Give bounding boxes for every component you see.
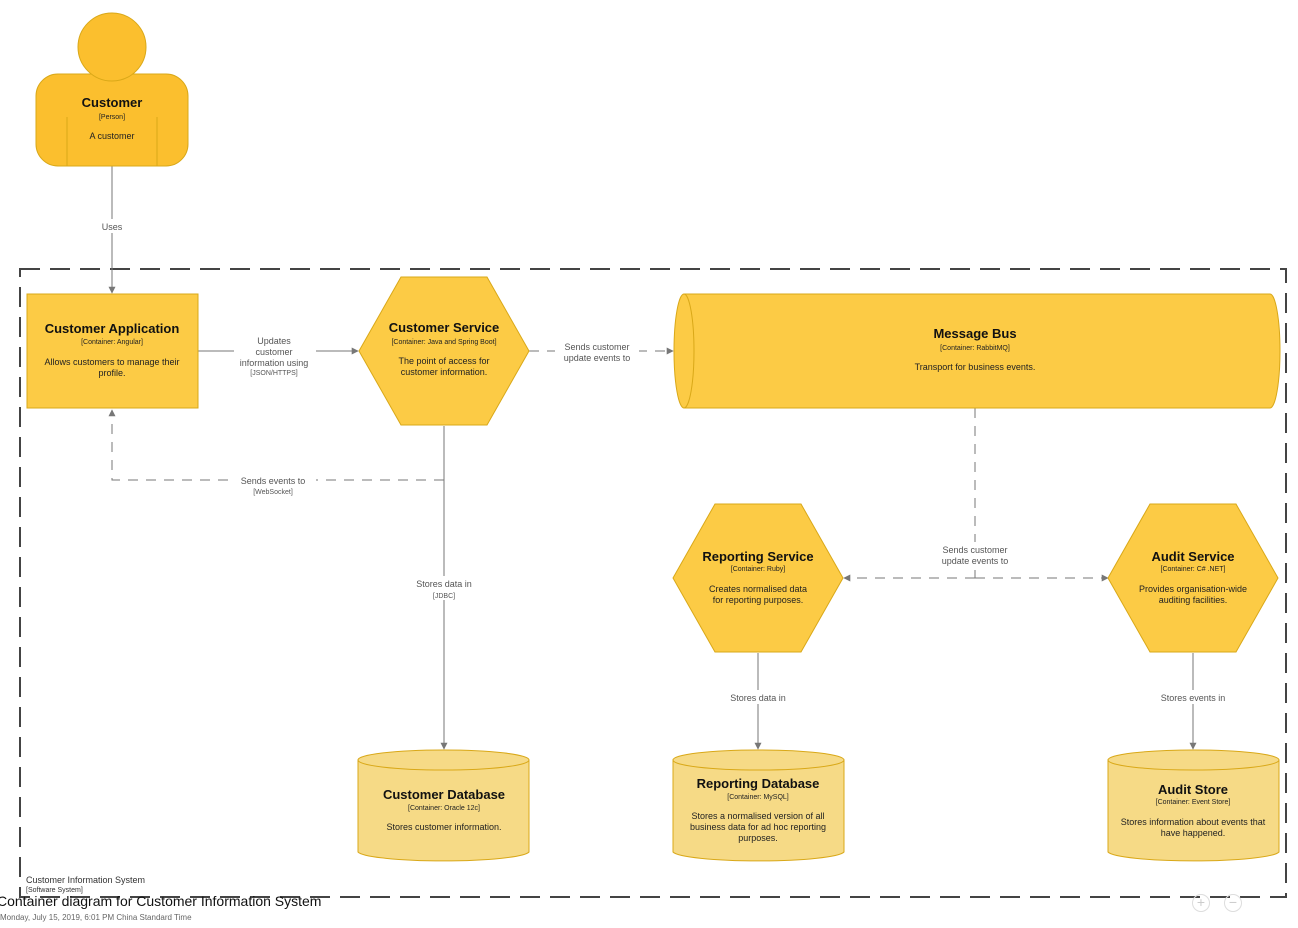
edge-stores-customer-tech: [JDBC]	[433, 593, 455, 600]
edge-sends-events-label: Sends events to	[241, 476, 306, 486]
message-bus-tech: [Container: RabbitMQ]	[940, 345, 1010, 352]
node-customer-service[interactable]: Customer Service [Container: Java and Sp…	[358, 276, 530, 426]
edge-label-bus-to-services: Sends customer update events to	[934, 542, 1016, 568]
customer-application-title: Customer Application	[45, 321, 180, 336]
edge-publishes-label-2: update events to	[564, 353, 631, 363]
reporting-service-desc-2: for reporting purposes.	[713, 595, 804, 605]
edge-updates-label-1: Updates	[257, 336, 291, 346]
edge-uses-label: Uses	[102, 222, 123, 232]
zoom-controls: + −	[1180, 884, 1298, 922]
customer-database-desc: Stores customer information.	[386, 822, 501, 832]
edge-label-stores-customer: Stores data in [JDBC]	[408, 576, 480, 600]
edge-bus-label-1: Sends customer	[942, 545, 1007, 555]
system-boundary	[19, 268, 1287, 898]
edge-stores-reporting-label: Stores data in	[730, 693, 786, 703]
edge-label-publishes: Sends customer update events to	[555, 339, 639, 365]
audit-service-tech: [Container: C# .NET]	[1161, 566, 1226, 573]
customer-title: Customer	[82, 95, 143, 110]
message-bus-desc: Transport for business events.	[915, 362, 1036, 372]
customer-application-desc-2: profile.	[98, 368, 125, 378]
customer-tech: [Person]	[99, 114, 125, 121]
node-message-bus[interactable]: Message Bus [Container: RabbitMQ] Transp…	[673, 293, 1281, 409]
customer-service-desc-2: customer information.	[401, 367, 488, 377]
customer-desc: A customer	[89, 131, 134, 141]
audit-service-desc-2: auditing facilities.	[1159, 595, 1228, 605]
edge-label-uses: Uses	[98, 219, 128, 233]
reporting-database-title: Reporting Database	[697, 776, 820, 791]
audit-store-tech: [Container: Event Store]	[1156, 799, 1231, 806]
customer-application-tech: [Container: Angular]	[81, 339, 143, 346]
customer-service-tech: [Container: Java and Spring Boot]	[391, 339, 496, 346]
zoom-in-icon: +	[1196, 894, 1206, 910]
node-reporting-service[interactable]: Reporting Service [Container: Ruby] Crea…	[672, 503, 844, 653]
customer-service-desc-1: The point of access for	[398, 356, 489, 366]
edge-updates-label-2: customer	[255, 347, 292, 357]
node-reporting-database[interactable]: Reporting Database [Container: MySQL] St…	[672, 749, 845, 862]
reporting-database-tech: [Container: MySQL]	[727, 794, 789, 801]
edge-label-updates: Updates customer information using [JSON…	[234, 333, 316, 377]
boundary-type: [Software System]	[26, 887, 83, 894]
node-audit-store[interactable]: Audit Store [Container: Event Store] Sto…	[1107, 749, 1280, 862]
edge-sends-events[interactable]	[108, 409, 444, 481]
edge-updates-tech: [JSON/HTTPS]	[250, 370, 298, 377]
edge-bus-label-2: update events to	[942, 556, 1009, 566]
diagram-date: Monday, July 15, 2019, 6:01 PM China Sta…	[0, 913, 192, 922]
reporting-database-desc-2: business data for ad hoc reporting	[690, 822, 826, 832]
node-audit-service[interactable]: Audit Service [Container: C# .NET] Provi…	[1107, 503, 1279, 653]
edge-stores-customer-label: Stores data in	[416, 579, 472, 589]
customer-service-title: Customer Service	[389, 320, 500, 335]
customer-database-tech: [Container: Oracle 12c]	[408, 805, 480, 812]
zoom-in-button[interactable]: +	[1192, 894, 1210, 912]
diagram-title: Container diagram for Customer Informati…	[0, 893, 322, 909]
audit-store-desc-2: have happened.	[1161, 828, 1226, 838]
reporting-database-desc-3: purposes.	[738, 833, 778, 843]
reporting-database-desc-1: Stores a normalised version of all	[691, 811, 824, 821]
edges-layer	[108, 166, 1197, 750]
edge-updates-label-3: information using	[240, 358, 309, 368]
boundary-name: Customer Information System	[26, 875, 145, 885]
edge-stores-audit-label: Stores events in	[1161, 693, 1226, 703]
edge-label-stores-reporting: Stores data in	[722, 690, 794, 704]
node-customer[interactable]: Customer [Person] A customer	[35, 12, 189, 167]
reporting-service-desc-1: Creates normalised data	[709, 584, 807, 594]
audit-service-desc-1: Provides organisation-wide	[1139, 584, 1247, 594]
edge-publishes-label-1: Sends customer	[564, 342, 629, 352]
audit-store-title: Audit Store	[1158, 782, 1228, 797]
zoom-out-button[interactable]: −	[1224, 894, 1242, 912]
customer-application-desc-1: Allows customers to manage their	[44, 357, 179, 367]
zoom-out-icon: −	[1228, 894, 1238, 910]
edge-label-sends-events: Sends events to [WebSocket]	[232, 473, 316, 497]
node-customer-database[interactable]: Customer Database [Container: Oracle 12c…	[357, 749, 530, 862]
reporting-service-title: Reporting Service	[702, 549, 813, 564]
message-bus-title: Message Bus	[933, 326, 1016, 341]
customer-database-title: Customer Database	[383, 787, 505, 802]
edge-label-stores-audit: Stores events in	[1152, 690, 1234, 704]
reporting-service-tech: [Container: Ruby]	[731, 566, 786, 573]
edge-sends-events-tech: [WebSocket]	[253, 489, 293, 496]
node-customer-application[interactable]: Customer Application [Container: Angular…	[26, 293, 199, 409]
audit-service-title: Audit Service	[1151, 549, 1234, 564]
audit-store-desc-1: Stores information about events that	[1121, 817, 1266, 827]
